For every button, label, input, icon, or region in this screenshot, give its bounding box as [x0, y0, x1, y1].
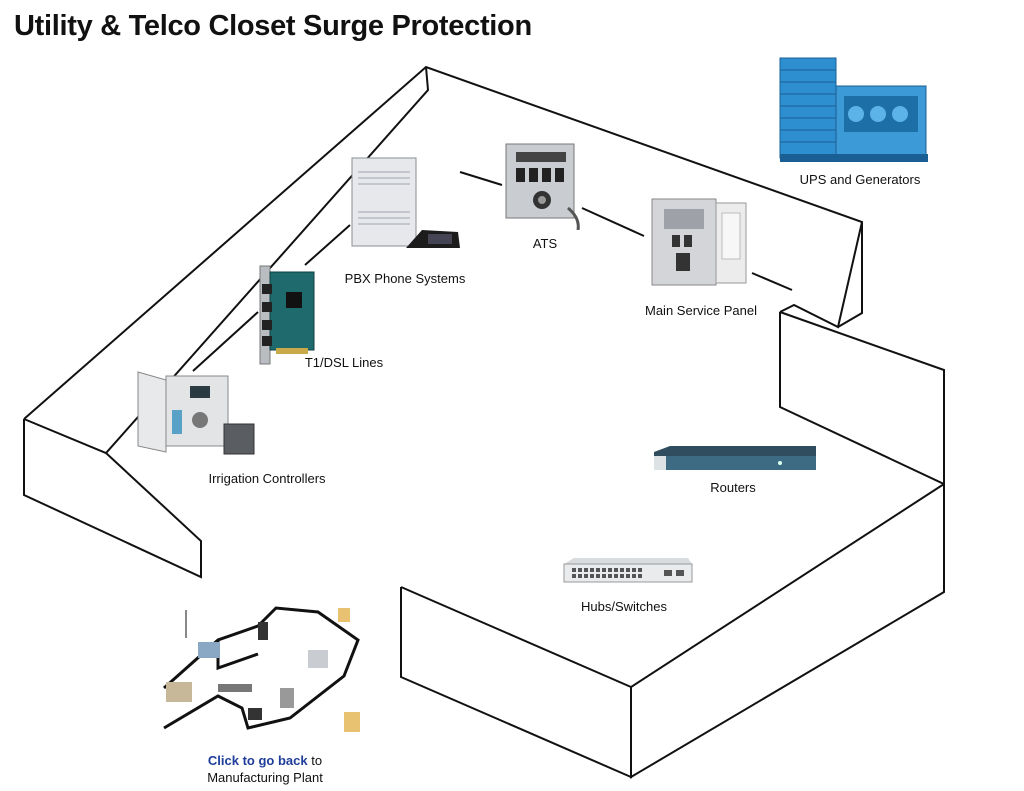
panel-label: Main Service Panel: [645, 303, 757, 318]
manufacturing-plant-thumbnail[interactable]: [158, 578, 370, 738]
t1-card-icon[interactable]: [256, 262, 322, 368]
right-wall-bottom: [630, 483, 945, 779]
right-wall-notch: [837, 222, 863, 328]
connector-ats-panel: [581, 207, 645, 237]
back-link-suffix: to: [307, 753, 323, 768]
connector-pbx-ats: [459, 171, 503, 186]
hubs-label: Hubs/Switches: [581, 599, 667, 614]
back-link-block: Click to go back to Manufacturing Plant: [150, 752, 380, 786]
router-icon[interactable]: [650, 446, 820, 472]
back-wall-edge: [23, 65, 864, 420]
back-link[interactable]: Click to go back: [207, 753, 308, 768]
generator-icon[interactable]: [778, 56, 932, 164]
page-title: Utility & Telco Closet Surge Protection: [14, 10, 532, 42]
switch-icon[interactable]: [560, 556, 696, 586]
ups-label: UPS and Generators: [799, 172, 921, 187]
connector-irrigation-t1: [192, 311, 259, 372]
t1-label: T1/DSL Lines: [304, 355, 384, 370]
ats-label: ATS: [532, 236, 558, 251]
connector-panel-wall: [751, 272, 793, 291]
pbx-label: PBX Phone Systems: [344, 271, 466, 286]
pbx-icon[interactable]: [348, 152, 464, 258]
back-link-target: Manufacturing Plant: [207, 770, 323, 785]
connector-t1-pbx: [304, 224, 351, 266]
left-wall: [23, 419, 202, 579]
routers-label: Routers: [710, 480, 756, 495]
service-panel-icon[interactable]: [648, 195, 750, 291]
irrigation-label: Irrigation Controllers: [208, 471, 326, 486]
ats-icon[interactable]: [502, 138, 582, 230]
front-wall: [400, 586, 632, 779]
irrigation-controller-icon[interactable]: [128, 368, 258, 458]
